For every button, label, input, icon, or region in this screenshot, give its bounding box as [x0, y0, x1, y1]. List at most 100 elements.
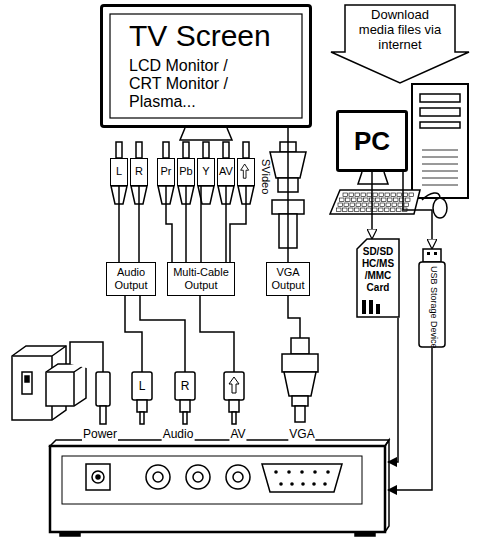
vent	[422, 157, 458, 158]
cable	[230, 186, 246, 262]
rca-plug: Pr	[157, 158, 175, 186]
bottom-plugs	[132, 372, 244, 424]
node-label: Multi-Cable Output	[170, 266, 232, 292]
cable	[118, 186, 120, 262]
usb-stick: USB Storage Device	[418, 248, 446, 348]
cable	[166, 186, 172, 262]
key	[391, 193, 396, 197]
vga-pin	[290, 482, 294, 486]
sd-card-part	[376, 304, 380, 314]
vent	[422, 185, 458, 186]
key	[388, 198, 393, 202]
plug-bodies	[111, 142, 254, 204]
vga-pin	[312, 482, 316, 486]
cable	[185, 186, 187, 262]
vga-pin	[323, 482, 327, 486]
key	[361, 208, 366, 212]
key	[361, 193, 366, 197]
output-box: Multi-Cable Output	[167, 262, 235, 296]
key	[382, 198, 387, 202]
key	[338, 203, 343, 207]
sd-card-part	[369, 300, 373, 314]
vga-connector-bottom	[282, 338, 318, 422]
cable	[138, 186, 140, 262]
usb-insert-line	[388, 348, 432, 490]
key	[337, 208, 342, 212]
node-label: VGA Output	[269, 266, 307, 292]
tv-screen: TV ScreenLCD Monitor / CRT Monitor / Pla…	[100, 4, 312, 128]
node-label: R	[131, 159, 147, 184]
vga-pin	[287, 470, 291, 474]
key	[392, 203, 397, 207]
plug-pin	[223, 142, 229, 158]
vent	[422, 171, 458, 172]
node-label: Pb	[178, 159, 194, 184]
key	[385, 208, 390, 212]
rca-plug: Y	[197, 158, 215, 186]
key	[343, 193, 348, 197]
port-label: Audio	[162, 428, 195, 441]
node-label: SVideo	[260, 159, 272, 194]
node-label: Y	[198, 159, 214, 184]
key	[340, 198, 345, 202]
key	[373, 208, 378, 212]
key	[409, 193, 414, 197]
vga-pin	[300, 470, 304, 474]
node-label: Pr	[158, 159, 174, 184]
node-subtitle: LCD Monitor / CRT Monitor / Plasma...	[129, 57, 261, 111]
vent	[422, 164, 458, 165]
cable	[287, 128, 289, 262]
rca-plug: AV	[217, 158, 235, 186]
vga-pin	[279, 482, 283, 486]
key	[349, 193, 354, 197]
node-label: Download media files via internet	[352, 7, 448, 52]
key	[367, 208, 372, 212]
vent	[422, 150, 458, 151]
usb-stick-part	[434, 252, 437, 255]
download-arrow: Download media files via internet	[330, 4, 470, 84]
key	[376, 198, 381, 202]
key	[374, 203, 379, 207]
key	[346, 198, 351, 202]
key	[344, 203, 349, 207]
usb-stick-part	[427, 252, 430, 255]
vga-cable	[288, 296, 300, 338]
usb-stick-part	[423, 249, 441, 262]
key	[367, 193, 372, 197]
key	[398, 203, 403, 207]
vga-pin	[274, 470, 278, 474]
key	[406, 198, 411, 202]
plug-letter: L	[138, 380, 147, 393]
key	[394, 198, 399, 202]
port-label: Power	[82, 428, 118, 441]
card-insert-line	[388, 318, 398, 462]
output-box: VGA Output	[266, 262, 310, 296]
rca-plug: R	[130, 158, 148, 186]
key	[373, 193, 378, 197]
sd-card: SD/SD HC/MS /MMC Card	[356, 238, 400, 318]
key	[364, 198, 369, 202]
plug-letter: R	[180, 380, 191, 393]
key	[355, 193, 360, 197]
cable	[200, 186, 202, 262]
sd-card-part	[362, 300, 366, 314]
node-label: TV Screen	[129, 19, 309, 53]
key	[362, 203, 367, 207]
key	[355, 208, 360, 212]
tv-stand	[180, 128, 232, 140]
key	[358, 198, 363, 202]
plug-pin	[203, 142, 209, 158]
key	[379, 193, 384, 197]
media-player-box	[50, 440, 389, 536]
audio-cable-r	[140, 296, 185, 372]
key	[386, 203, 391, 207]
rca-plug: L	[110, 158, 128, 186]
power-adapter	[12, 342, 110, 424]
port-label: AV	[229, 428, 246, 441]
plug-pin	[136, 142, 142, 158]
svideo-plug: SVideo	[237, 158, 255, 186]
svideo-plug-outline	[238, 159, 254, 185]
vga-pin	[301, 482, 305, 486]
vga-pin	[326, 470, 330, 474]
vent	[422, 178, 458, 179]
